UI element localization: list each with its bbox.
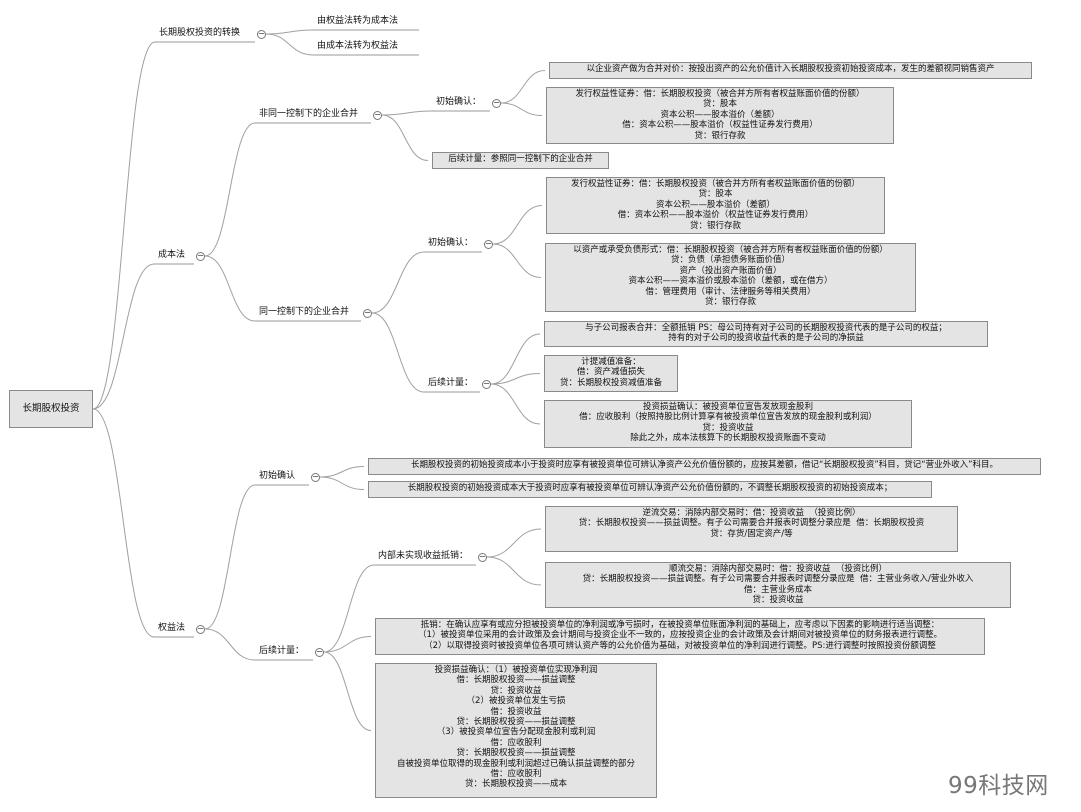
connector-equity-method <box>92 408 155 638</box>
connector-nsc-initial-equity <box>500 102 543 116</box>
node-sc-sub-report[interactable]: 与子公司报表合并：全额抵销 PS：母公司持有对子公司的长期股权投资代表的是子公司… <box>544 321 988 347</box>
collapse-toggle-icon[interactable]: − <box>196 624 205 634</box>
connector-conv-equity-to-cost <box>265 29 314 35</box>
collapse-toggle-icon[interactable]: − <box>311 472 320 482</box>
node-sc-initial-asset[interactable]: 以资产或承受负债形式：借：长期股权投资（被合并方所有者权益账面价值的份额） 贷：… <box>545 243 916 312</box>
node-eq-initial[interactable]: 初始确认 <box>259 471 296 481</box>
node-nsc-initial-asset[interactable]: 以企业资产做为合并对价：按投出资产的公允价值计入长期股权投资初始投资成本，发生的… <box>549 62 1032 79</box>
connector-eq-subsequent <box>204 628 256 661</box>
collapse-toggle-icon[interactable]: − <box>484 239 493 249</box>
connector-eq-unrealized-forward <box>486 556 542 586</box>
node-conv-cost-to-equity[interactable]: 由成本法转为权益法 <box>317 41 399 51</box>
connector-sc-subsequent <box>371 312 425 393</box>
watermark: 99科技网 <box>948 773 1049 799</box>
collapse-toggle-icon[interactable]: − <box>482 379 491 389</box>
collapse-toggle-icon[interactable]: − <box>363 308 372 318</box>
node-sc-initial[interactable]: 初始确认： <box>428 238 474 248</box>
connector-sc-initial <box>371 251 425 314</box>
node-non-same-control[interactable]: 非同一控制下的企业合并 <box>259 109 359 119</box>
collapse-toggle-icon[interactable]: − <box>478 552 487 562</box>
connector-sc-initial-asset <box>492 243 542 278</box>
node-eq-income-text[interactable]: 投资损益确认：（1）被投资单位实现净利润 借：长期股权投资——损益调整 贷：投资… <box>375 663 657 798</box>
node-eq-unrealized-reverse[interactable]: 逆流交易：消除内部交易时：借：投资收益 （投资比例） 贷：长期股权投资——损益调… <box>545 506 958 552</box>
connector-eq-unrealized <box>323 564 375 653</box>
connector-conversion <box>92 41 156 410</box>
node-eq-offset-text[interactable]: 抵销：在确认应享有或应分担被投资单位的净利润或净亏损时，在被投资单位账面净利润的… <box>375 618 985 655</box>
node-eq-unrealized-forward[interactable]: 顺流交易：消除内部交易时：借：投资收益 （投资比例） 贷：长期股权投资——损益调… <box>545 562 1011 608</box>
node-eq-subsequent[interactable]: 后续计量： <box>259 646 305 656</box>
node-conv-equity-to-cost[interactable]: 由权益法转为成本法 <box>317 16 399 26</box>
node-sc-sub-impairment[interactable]: 计提减值准备： 借：资产减值损失 贷：长期股权投资减值准备 <box>544 355 678 392</box>
connector-eq-initial-more <box>319 476 365 490</box>
node-same-control[interactable]: 同一控制下的企业合并 <box>259 307 350 317</box>
connector-conv-cost-to-equity <box>265 33 314 56</box>
node-sc-subsequent[interactable]: 后续计量： <box>428 378 474 388</box>
node-equity-method[interactable]: 权益法 <box>158 623 186 633</box>
collapse-toggle-icon[interactable]: − <box>196 251 205 261</box>
collapse-toggle-icon[interactable]: − <box>492 98 501 108</box>
connector-nsc-subsequent <box>381 114 429 161</box>
connector-cost-method <box>92 263 155 410</box>
node-nsc-initial[interactable]: 初始确认： <box>436 97 482 107</box>
connector-non-same-control <box>204 122 256 257</box>
connector-sc-sub-impairment <box>490 373 541 385</box>
connector-sc-sub-report <box>490 333 541 385</box>
node-nsc-subsequent[interactable]: 后续计量：参照同一控制下的企业合并 <box>432 152 609 169</box>
node-eq-initial-less[interactable]: 长期股权投资的初始投资成本小于投资时应享有被投资单位可辨认净资产公允价值份额的，… <box>368 458 1041 475</box>
node-conversion[interactable]: 长期股权投资的转换 <box>159 28 241 38</box>
connector-sc-sub-dividend <box>490 383 541 425</box>
connector-sc-initial-equity <box>492 205 543 245</box>
collapse-toggle-icon[interactable]: − <box>315 647 324 657</box>
connector-same-control <box>204 255 256 322</box>
connector-eq-offset-text <box>323 636 372 653</box>
node-sc-initial-equity[interactable]: 发行权益性证券：借：长期股权投资（被合并方所有者权益账面价值的份额） 贷：股本 … <box>546 177 885 234</box>
node-root[interactable]: 长期股权投资 <box>9 390 93 428</box>
node-eq-initial-more[interactable]: 长期股权投资的初始投资成本大于投资时应享有被投资单位可辨认净资产公允价值份额的，… <box>368 481 932 498</box>
connector-eq-initial-less <box>319 466 365 478</box>
connector-nsc-initial <box>381 110 433 116</box>
collapse-toggle-icon[interactable]: − <box>373 110 382 120</box>
node-sc-sub-dividend[interactable]: 投资损益确认：被投资单位宣告发放现金股利 借：应收股利（按照持股比例计算享有被投… <box>544 400 912 448</box>
node-cost-method[interactable]: 成本法 <box>158 250 186 260</box>
node-eq-unrealized[interactable]: 内部未实现收益抵销： <box>378 551 469 561</box>
connector-eq-initial <box>204 484 256 630</box>
collapse-toggle-icon[interactable]: − <box>257 29 266 39</box>
connector-nsc-initial-asset <box>500 70 546 104</box>
connector-eq-income-text <box>323 651 372 731</box>
connector-eq-unrealized-reverse <box>486 528 542 558</box>
node-nsc-initial-equity[interactable]: 发行权益性证券：借：长期股权投资（被合并方所有者权益账面价值的份额） 贷：股本 … <box>546 87 894 144</box>
